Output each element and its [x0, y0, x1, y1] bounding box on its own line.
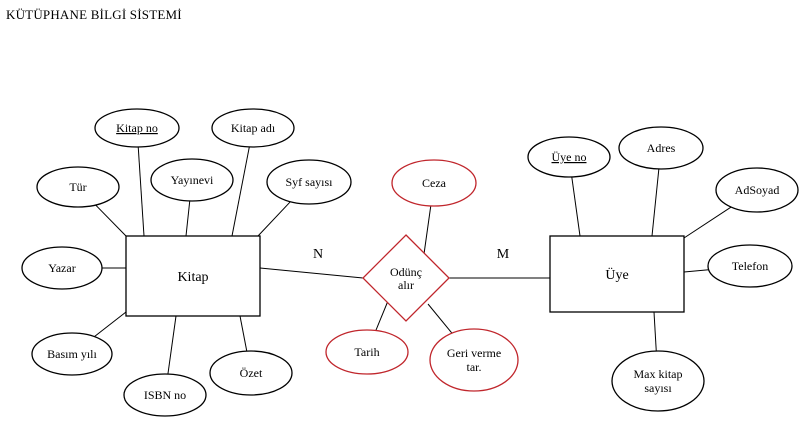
- attribute-tarih[interactable]: Tarih: [325, 329, 409, 375]
- attribute-basim-yili[interactable]: Basım yılı: [31, 332, 113, 376]
- attribute-label: Basım yılı: [47, 347, 97, 361]
- attribute-ellipse: [715, 167, 799, 213]
- connector-yayinevi: [185, 200, 191, 237]
- entity-label: Üye: [605, 266, 628, 283]
- attribute-ceza[interactable]: Ceza: [391, 159, 477, 207]
- attribute-label: Kitap adı: [231, 121, 276, 135]
- entity-box: [549, 235, 685, 313]
- relationship-label: alır: [398, 278, 414, 292]
- page-title: KÜTÜPHANE BİLGİ SİSTEMİ: [6, 7, 182, 22]
- connector-syf-sayisi: [257, 201, 291, 237]
- attribute-ellipse: [618, 126, 704, 170]
- attribute-ellipse: [21, 246, 103, 290]
- attribute-ellipse: [36, 166, 120, 208]
- entity-kitap[interactable]: Kitap: [125, 235, 261, 317]
- attribute-tur[interactable]: Tür: [36, 166, 120, 208]
- attribute-adres[interactable]: Adres: [618, 126, 704, 170]
- attribute-ellipse: [150, 158, 234, 202]
- link-kitap-odunc: [259, 267, 364, 279]
- attribute-label: sayısı: [644, 381, 672, 395]
- attribute-ellipse: [31, 332, 113, 376]
- attribute-ellipse: [611, 350, 705, 412]
- attribute-label: Geri verme: [447, 346, 501, 360]
- connector-kitap-adi: [231, 146, 250, 237]
- attribute-ellipse: [391, 159, 477, 207]
- attribute-label: Tür: [69, 180, 86, 194]
- attribute-label: Kitap no: [116, 121, 158, 135]
- attribute-label: Tarih: [354, 345, 379, 359]
- attribute-telefon[interactable]: Telefon: [707, 244, 793, 288]
- attribute-label: Max kitap: [634, 367, 683, 381]
- attribute-ozet[interactable]: Özet: [209, 350, 293, 396]
- attribute-label: AdSoyad: [735, 183, 780, 197]
- connector-adsoyad: [683, 206, 732, 239]
- relationship-label: Odünç: [390, 265, 422, 279]
- attribute-label: tar.: [467, 360, 482, 374]
- attribute-label: Adres: [647, 141, 676, 155]
- attribute-adsoyad[interactable]: AdSoyad: [715, 167, 799, 213]
- attribute-isbn-no[interactable]: ISBN no: [123, 373, 207, 417]
- attribute-yazar[interactable]: Yazar: [21, 246, 103, 290]
- connector-isbn-no: [167, 315, 177, 375]
- attribute-ellipse: [429, 328, 519, 392]
- entity-label: Kitap: [177, 270, 208, 285]
- attribute-kitap-no[interactable]: Kitap no: [94, 108, 180, 148]
- connector-ceza: [423, 205, 432, 255]
- connector-uye-no: [571, 176, 581, 237]
- attribute-label: Syf sayısı: [285, 175, 333, 189]
- connector-ozet: [239, 315, 248, 352]
- connector-telefon: [683, 269, 709, 273]
- attribute-ellipse: [707, 244, 793, 288]
- connector-max-kitap: [653, 311, 657, 352]
- attribute-label: Yazar: [48, 261, 75, 275]
- attribute-label: ISBN no: [144, 388, 186, 402]
- attribute-ellipse: [527, 136, 611, 178]
- connector-basim-yili: [94, 311, 127, 337]
- attribute-yayinevi[interactable]: Yayınevi: [150, 158, 234, 202]
- entity-box: [125, 235, 261, 317]
- attribute-ellipse: [325, 329, 409, 375]
- attribute-syf-sayisi[interactable]: Syf sayısı: [266, 159, 352, 205]
- connector-kitap-no: [137, 146, 145, 237]
- attribute-ellipse: [123, 373, 207, 417]
- cardinality-m: M: [497, 247, 510, 262]
- entity-uye[interactable]: Üye: [549, 235, 685, 313]
- attribute-uye-no[interactable]: Üye no: [527, 136, 611, 178]
- attribute-ellipse: [266, 159, 352, 205]
- attribute-label: Özet: [240, 366, 263, 380]
- connector-adres: [651, 168, 660, 237]
- attribute-kitap-adi[interactable]: Kitap adı: [211, 108, 295, 148]
- attribute-ellipse: [211, 108, 295, 148]
- attribute-label: Yayınevi: [171, 173, 214, 187]
- connector-tur: [95, 204, 127, 237]
- cardinality-n: N: [313, 247, 323, 262]
- attribute-ellipse: [209, 350, 293, 396]
- relationship-diamond: [362, 234, 450, 322]
- attribute-label: Telefon: [732, 259, 768, 273]
- connector-geri-verme: [427, 303, 453, 334]
- attribute-label: Ceza: [422, 176, 447, 190]
- attribute-label: Üye no: [552, 150, 587, 164]
- attribute-ellipse: [94, 108, 180, 148]
